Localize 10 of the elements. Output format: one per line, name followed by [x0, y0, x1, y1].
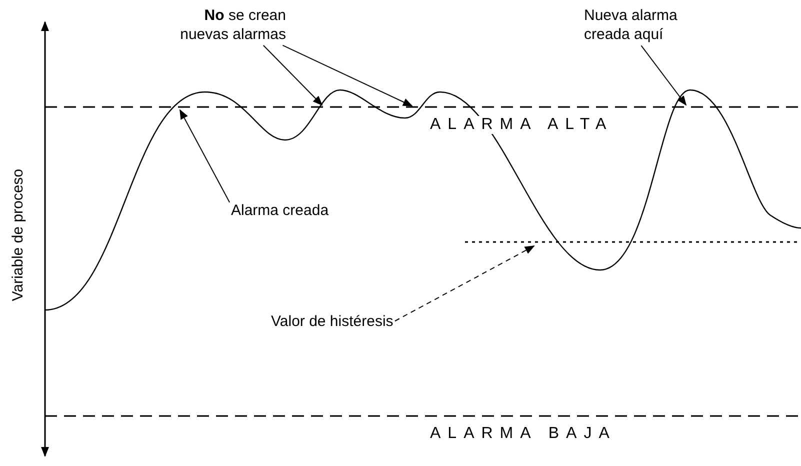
- leader-line: [394, 246, 535, 322]
- callout-text: Nueva alarma creada aquí: [584, 6, 704, 44]
- callout-text: Alarma creada: [231, 201, 329, 220]
- axis-label: Variable de proceso: [10, 168, 26, 302]
- leader-line: [180, 109, 230, 203]
- callout-text: Valor de histéresis: [271, 312, 394, 331]
- leader-line: [640, 45, 687, 106]
- leader-line: [262, 44, 323, 106]
- callout-text: No se crean nuevas alarmas: [166, 6, 286, 44]
- leader-line: [282, 44, 413, 106]
